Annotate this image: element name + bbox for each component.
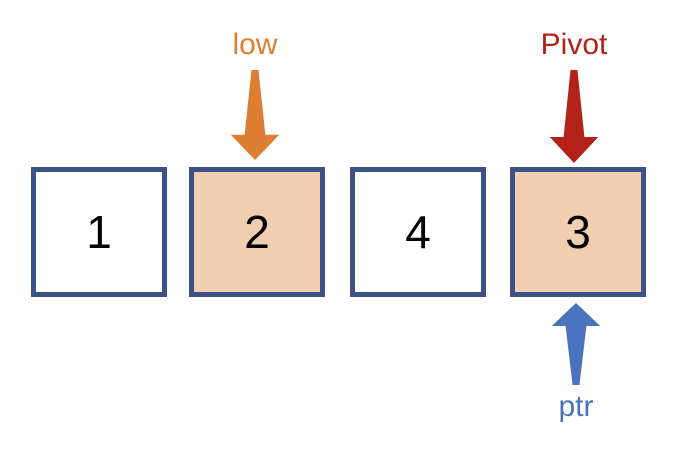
array-cell-value: 2 <box>244 206 270 258</box>
marker-pivot-label: Pivot <box>540 28 608 61</box>
arrow-down-icon <box>549 70 599 163</box>
marker-ptr-label: ptr <box>558 390 594 423</box>
array-cell-value: 3 <box>565 206 591 258</box>
array-cell-1: 2 <box>189 167 325 297</box>
array-cell-2: 4 <box>350 167 486 297</box>
marker-low-label: low <box>232 28 278 61</box>
arrow-up-icon <box>551 303 601 385</box>
array-cell-value: 4 <box>405 206 431 258</box>
array-cell-3: 3 <box>510 167 646 297</box>
arrow-down-icon <box>230 70 280 160</box>
array-cell-value: 1 <box>86 206 112 258</box>
array-cell-0: 1 <box>31 167 167 297</box>
